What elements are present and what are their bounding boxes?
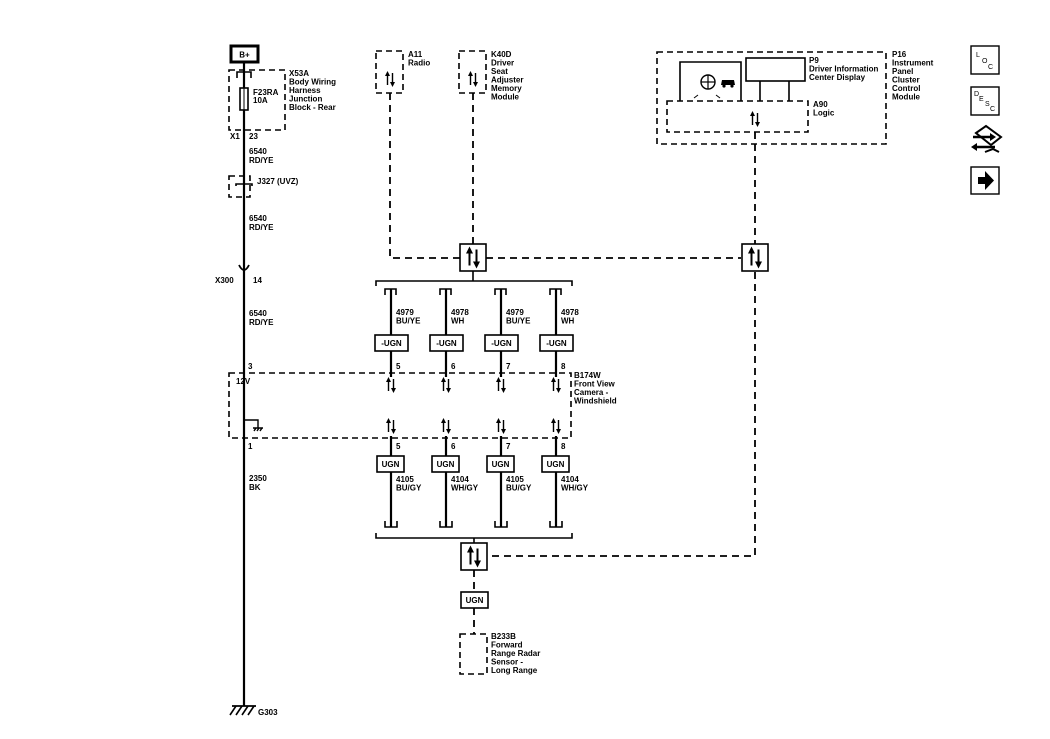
p16-instrument-cluster: P9 Driver Information Center Display A90…	[656, 50, 936, 145]
svg-text:UGN: UGN	[547, 460, 565, 469]
svg-text:-UGN: -UGN	[491, 339, 512, 348]
x1-connector-pin: 23	[249, 132, 258, 141]
svg-text:E: E	[979, 96, 984, 103]
svg-text:6: 6	[451, 362, 456, 371]
power-circuit: B+ F23RA 10A X53A Body Wiring Harness Ju…	[215, 44, 338, 717]
fuse-label: F23RA 10A	[253, 88, 280, 105]
bus-bar	[236, 71, 252, 78]
a11-label: A11 Radio	[408, 50, 430, 68]
battery-power-label: B+	[239, 51, 250, 60]
j327-label: J327 (UVZ)	[257, 177, 299, 186]
wire-6540-top: 6540 RD/YE	[249, 147, 274, 165]
svg-text:4978 WH: 4978 WH	[561, 308, 581, 326]
svg-text:D: D	[974, 91, 979, 98]
svg-text:UGN: UGN	[466, 596, 484, 605]
connector-end-view-icon	[971, 124, 1003, 153]
b174w-power-pin: 3	[248, 362, 253, 371]
svg-text:5: 5	[396, 442, 401, 451]
radar-branch: UGN B233B Forward Range Radar Sensor - L…	[459, 570, 543, 675]
a90-logic-box	[666, 100, 809, 133]
indicator-housing	[679, 61, 742, 101]
svg-text:4104 WH/GY: 4104 WH/GY	[561, 475, 589, 493]
lower-wire: 8 UGN 4104 WH/GY	[541, 417, 589, 528]
svg-text:S: S	[985, 101, 990, 108]
p9-display	[745, 57, 806, 82]
svg-text:C: C	[988, 64, 993, 71]
upper-harness-brace	[375, 271, 573, 286]
serial-splice-upper-right	[741, 243, 769, 272]
svg-text:4104 WH/GY: 4104 WH/GY	[451, 475, 479, 493]
a90-label: A90 Logic	[813, 100, 835, 118]
p16-label: P16 Instrument Panel Cluster Control Mod…	[892, 50, 936, 102]
b174w-label: B174W Front View Camera - Windshield	[574, 371, 617, 406]
svg-text:8: 8	[561, 442, 566, 451]
ground-g303-icon	[229, 705, 256, 716]
serial-splice-lower	[460, 542, 488, 571]
serial-data-arrows-icon	[467, 70, 479, 88]
svg-text:UGN: UGN	[437, 460, 455, 469]
svg-text:-UGN: -UGN	[381, 339, 402, 348]
svg-text:4978 WH: 4978 WH	[451, 308, 471, 326]
k40d-label: K40D Driver Seat Adjuster Memory Module	[491, 50, 526, 102]
lower-wires: 5 UGN 4105 BU/GY 6 UGN 4104 WH/GY 7	[376, 417, 589, 528]
svg-text:C: C	[990, 106, 995, 113]
svg-text:L: L	[976, 52, 980, 59]
x53a-label: X53A Body Wiring Harness Junction Block …	[289, 69, 338, 112]
wire-circuit: 4979 BU/YE	[396, 308, 421, 326]
k40d-seat-module: K40D Driver Seat Adjuster Memory Module	[458, 50, 526, 102]
x300-name: X300	[215, 276, 234, 285]
upper-wires: 4979 BU/YE -UGN 5 4978 WH -UGN 6 4979	[374, 288, 581, 394]
svg-text:UGN: UGN	[492, 460, 510, 469]
upper-wire: 4979 BU/YE -UGN 5	[374, 288, 421, 394]
svg-text:4105 BU/GY: 4105 BU/GY	[506, 475, 532, 493]
serial-data-arrows-icon	[384, 70, 396, 88]
svg-text:-UGN: -UGN	[546, 339, 567, 348]
p9-label: P9 Driver Information Center Display	[809, 56, 881, 82]
x300-pin: 14	[253, 276, 262, 285]
a11-radio: A11 Radio	[375, 50, 430, 94]
svg-text:O: O	[982, 58, 988, 65]
svg-text:7: 7	[506, 442, 511, 451]
b233b-radar-sensor	[459, 633, 488, 675]
b174w-power-label: 12V	[236, 377, 251, 386]
upper-wire: 4978 WH -UGN 8	[539, 288, 581, 394]
svg-text:UGN: UGN	[382, 460, 400, 469]
location-button[interactable]: L O C	[970, 45, 1000, 75]
forward-collision-indicator-icon	[693, 74, 735, 99]
g303-label: G303	[258, 708, 278, 717]
serial-data-network	[389, 93, 756, 557]
right-arrow-icon	[978, 171, 994, 190]
lower-wire: 7 UGN 4105 BU/GY	[486, 417, 532, 528]
lower-wire: 6 UGN 4104 WH/GY	[431, 417, 479, 528]
svg-text:6: 6	[451, 442, 456, 451]
lower-wire: 5 UGN 4105 BU/GY	[376, 417, 422, 528]
j327-splice	[228, 175, 251, 198]
x300-connector	[238, 264, 250, 271]
next-page-button[interactable]	[970, 166, 1000, 195]
serial-splice-upper-left	[459, 243, 487, 272]
svg-text:8: 8	[561, 362, 566, 371]
x1-connector-name: X1	[230, 132, 240, 141]
x53a-junction-block	[228, 69, 286, 131]
svg-text:5: 5	[396, 362, 401, 371]
b174w-front-camera: B174W Front View Camera - Windshield	[228, 371, 617, 439]
wire-6540-mid: 6540 RD/YE	[249, 214, 274, 232]
svg-text:7: 7	[506, 362, 511, 371]
upper-wire: 4979 BU/YE -UGN 7	[484, 288, 531, 394]
upper-wire: 4978 WH -UGN 6	[429, 288, 471, 394]
internal-ground-icon	[244, 419, 263, 432]
connector-end-view-button[interactable]	[971, 124, 1003, 153]
b174w-ground-pin: 1	[248, 442, 253, 451]
svg-text:4105 BU/GY: 4105 BU/GY	[396, 475, 422, 493]
wire-6540-low: 6540 RD/YE	[249, 309, 274, 327]
svg-text:4979 BU/YE: 4979 BU/YE	[506, 308, 531, 326]
lower-harness-brace	[375, 533, 573, 543]
b233b-label: B233B Forward Range Radar Sensor - Long …	[491, 632, 543, 675]
description-button[interactable]: D E S C	[970, 86, 1000, 116]
wire-2350: 2350 BK	[249, 474, 269, 492]
svg-text:-UGN: -UGN	[436, 339, 457, 348]
serial-data-arrows-icon	[749, 110, 761, 128]
